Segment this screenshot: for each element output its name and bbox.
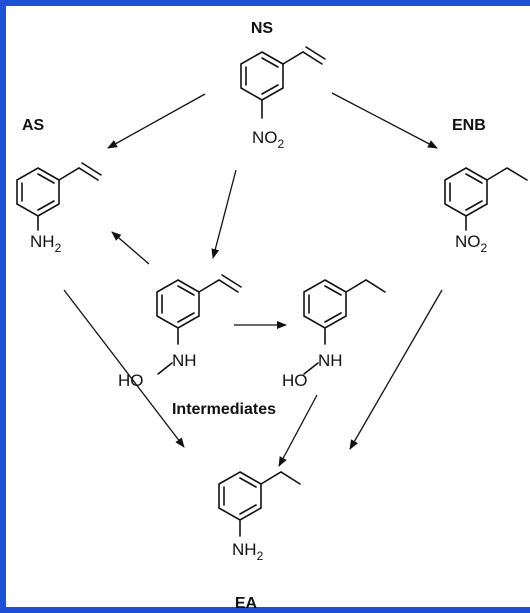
int1-nh-text: NH — [172, 351, 197, 370]
label-ea: EA — [235, 595, 258, 612]
molecule-as — [16, 162, 102, 231]
molecule-ns — [240, 46, 326, 119]
arrow-as-to-ea — [63, 289, 185, 448]
label-intermediates: Intermediates — [172, 401, 276, 418]
ns-nitro-group: NO2 — [252, 128, 285, 151]
arrow-ns-to-enb — [331, 92, 438, 149]
as-amine-text: NH2 — [30, 232, 62, 255]
arrow-ns-to-intermediate — [211, 169, 237, 259]
int2-nh-text: NH — [318, 351, 343, 370]
int1-ho-text: HO — [118, 371, 144, 390]
enb-nitro-text: NO2 — [455, 232, 488, 255]
molecule-ea — [218, 471, 301, 537]
int2-ho-text: HO — [282, 371, 308, 390]
label-as: AS — [22, 117, 45, 134]
molecule-intermediate-vinyl — [156, 274, 242, 375]
molecule-enb — [444, 167, 528, 231]
molecule-intermediate-ethyl — [303, 279, 386, 375]
arrow-intermediate-to-as — [111, 231, 150, 265]
ns-nitro-text: NO2 — [252, 128, 285, 151]
label-enb: ENB — [452, 117, 486, 134]
label-ns: NS — [251, 20, 274, 37]
ea-amine-text: NH2 — [232, 540, 264, 563]
arrow-enb-to-ea — [349, 289, 443, 450]
arrow-intermediate-to-ea — [278, 394, 318, 467]
arrow-ns-to-as — [107, 93, 206, 149]
